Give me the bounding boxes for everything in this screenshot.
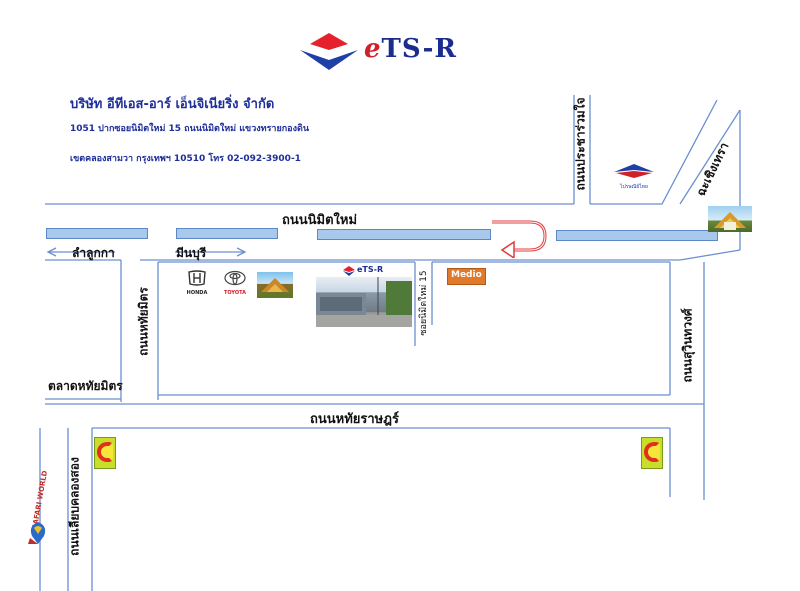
ets-small-emblem-icon <box>343 266 355 276</box>
road-label-lam-luk-ka: ลำลูกกา <box>72 246 115 260</box>
honda-icon <box>188 270 206 286</box>
road-label-liap-khlong-song: ถนนเลียบคลองสอง <box>67 457 82 556</box>
temple-image <box>708 206 752 232</box>
post-office-icon <box>614 164 654 178</box>
medio-text: Medio <box>451 270 482 280</box>
safari-world-logo: SAFARI WORLD <box>24 468 52 548</box>
brand-name: eTS-R <box>364 34 458 64</box>
ets-building-photo <box>316 277 412 327</box>
road-bar-nimit-mai-1 <box>46 228 148 239</box>
company-logo: eTS-R <box>298 30 488 70</box>
temple-small-image <box>257 272 293 298</box>
road-label-min-buri: มีนบุรี <box>176 246 207 260</box>
address-line-2: เขตคลองสามวา กรุงเทพฯ 10510 โทร 02-092-3… <box>70 154 301 164</box>
big-c-right-logo <box>641 437 663 469</box>
road-label-prachar-ruam-jai: ถนนประชาร่วมใจ <box>573 97 588 191</box>
toyota-icon <box>224 270 246 286</box>
address-line-1: 1051 ปากซอยนิมิตใหม่ 15 ถนนนิมิตใหม่ แขว… <box>70 124 309 134</box>
honda-logo: HONDA <box>180 270 214 296</box>
company-name: บริษัท อีทีเอส-อาร์ เอ็นจิเนียริ่ง จำกัด <box>70 97 275 112</box>
ets-small-logo: eTS-R <box>343 265 393 277</box>
road-label-nimit-mai: ถนนนิมิตใหม่ <box>282 213 358 228</box>
ets-small-text: eTS-R <box>357 265 384 274</box>
toyota-text: TOYOTA <box>223 290 247 296</box>
road-label-suwinthawong: ถนนสุวินทวงศ์ <box>680 308 695 383</box>
road-label-hathai-mit: ถนนหทัยมิตร <box>136 287 151 356</box>
road-bar-nimit-mai-3 <box>317 229 491 240</box>
road-label-soi-nimit-mai-15: ซอยนิมิตใหม่ 15 <box>419 270 429 336</box>
honda-text: HONDA <box>186 290 208 296</box>
u-turn-arrow-icon <box>492 220 547 258</box>
road-bar-nimit-mai-4 <box>556 230 718 241</box>
toyota-logo: TOYOTA <box>218 270 252 296</box>
post-office-text: ไปรษณีย์ไทย <box>620 184 648 190</box>
road-label-talat-hathai-mit: ตลาดหทัยมิตร <box>48 379 123 393</box>
big-c-left-logo <box>94 437 116 469</box>
logo-emblem-icon <box>300 32 358 70</box>
road-label-hathai-rat: ถนนหทัยราษฎร์ <box>310 412 399 427</box>
medio-logo: Medio <box>447 268 486 285</box>
parrot-icon <box>28 522 46 544</box>
post-office-logo: ไปรษณีย์ไทย <box>612 162 656 190</box>
road-bar-nimit-mai-2 <box>176 228 278 239</box>
